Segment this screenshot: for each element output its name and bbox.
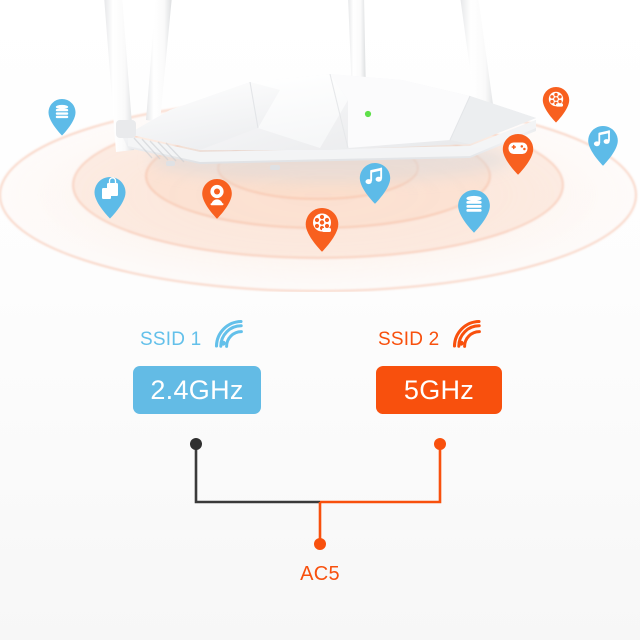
device-pins bbox=[48, 87, 618, 252]
pin-webcam bbox=[202, 179, 232, 219]
antenna-2 bbox=[146, 0, 172, 122]
connector-node-2-4ghz[interactable] bbox=[190, 438, 202, 450]
pin-music-center bbox=[359, 163, 391, 204]
film-reel-icon bbox=[313, 213, 331, 232]
router-status-led bbox=[364, 110, 372, 118]
gamepad-icon bbox=[508, 142, 528, 154]
pin-film-bottom bbox=[305, 208, 339, 252]
router-facet-mid-right bbox=[330, 74, 470, 148]
music-note-icon bbox=[365, 167, 383, 185]
pin-music-right bbox=[588, 126, 618, 166]
film-reel-icon bbox=[548, 91, 564, 107]
connector-right-branch bbox=[320, 444, 442, 504]
connector-node-5ghz[interactable] bbox=[434, 438, 446, 450]
band-badge-2-4ghz[interactable]: 2.4GHz bbox=[133, 366, 261, 414]
band-group-2-4ghz[interactable]: SSID 1 2.4GHz bbox=[120, 292, 320, 442]
device-model-label: AC5 bbox=[300, 563, 340, 585]
wifi-signal-icon bbox=[215, 319, 244, 348]
webcam-icon bbox=[210, 184, 224, 206]
band-badge-5ghz[interactable]: 5GHz bbox=[376, 366, 502, 414]
antenna-4 bbox=[460, 0, 496, 128]
pin-film-top-right bbox=[542, 87, 570, 123]
connector-node-device[interactable] bbox=[314, 538, 326, 550]
wifi-origin-dot bbox=[459, 340, 465, 346]
router-front-bevel bbox=[128, 120, 536, 162]
ssid-2-label: SSID 2 bbox=[378, 329, 440, 350]
router-body bbox=[116, 73, 536, 170]
wifi-origin-dot bbox=[221, 340, 227, 346]
antenna-1 bbox=[104, 0, 134, 152]
pin-shape bbox=[359, 163, 391, 204]
router-crease-2 bbox=[329, 73, 349, 149]
pin-storage-left bbox=[48, 99, 76, 136]
ssid-2-header: SSID 2 bbox=[378, 310, 491, 358]
router-crease-1 bbox=[249, 81, 259, 129]
dual-band-diagram: SSID 1 2.4GHz SSID 2 bbox=[0, 292, 640, 640]
connector-left-branch bbox=[194, 444, 320, 504]
pin-shopping-left bbox=[94, 177, 126, 219]
pin-shape bbox=[202, 179, 232, 219]
router-crease-3 bbox=[449, 95, 471, 141]
ssid-1-label: SSID 1 bbox=[140, 329, 202, 350]
router-facet-mid-left bbox=[250, 74, 348, 148]
antenna-3 bbox=[348, 0, 366, 96]
router-hero-illustration bbox=[0, 0, 640, 292]
antenna-hinge bbox=[116, 120, 136, 138]
hero-svg bbox=[0, 0, 637, 292]
band-group-5ghz[interactable]: SSID 2 5GHz bbox=[360, 292, 560, 442]
ssid-1-header: SSID 1 bbox=[140, 310, 253, 358]
database-icon bbox=[466, 195, 482, 212]
router-foot-right bbox=[270, 165, 280, 170]
router-vents bbox=[133, 137, 185, 163]
pin-gamepad bbox=[502, 134, 534, 175]
pin-storage-right bbox=[458, 190, 490, 233]
router-facet-right bbox=[450, 96, 536, 144]
router-facet-left bbox=[128, 82, 280, 150]
band-badge-2-4ghz-text: 2.4GHz bbox=[150, 374, 244, 405]
router-antennas bbox=[104, 0, 496, 152]
database-icon bbox=[55, 104, 69, 119]
wifi-signal-icon bbox=[453, 319, 482, 348]
router-foot-left bbox=[166, 161, 175, 166]
connector-diagram bbox=[190, 438, 446, 550]
band-badge-5ghz-text: 5GHz bbox=[403, 374, 475, 405]
music-note-icon bbox=[593, 130, 610, 147]
pin-shape bbox=[588, 126, 618, 166]
shopping-bag-icon bbox=[102, 177, 118, 199]
